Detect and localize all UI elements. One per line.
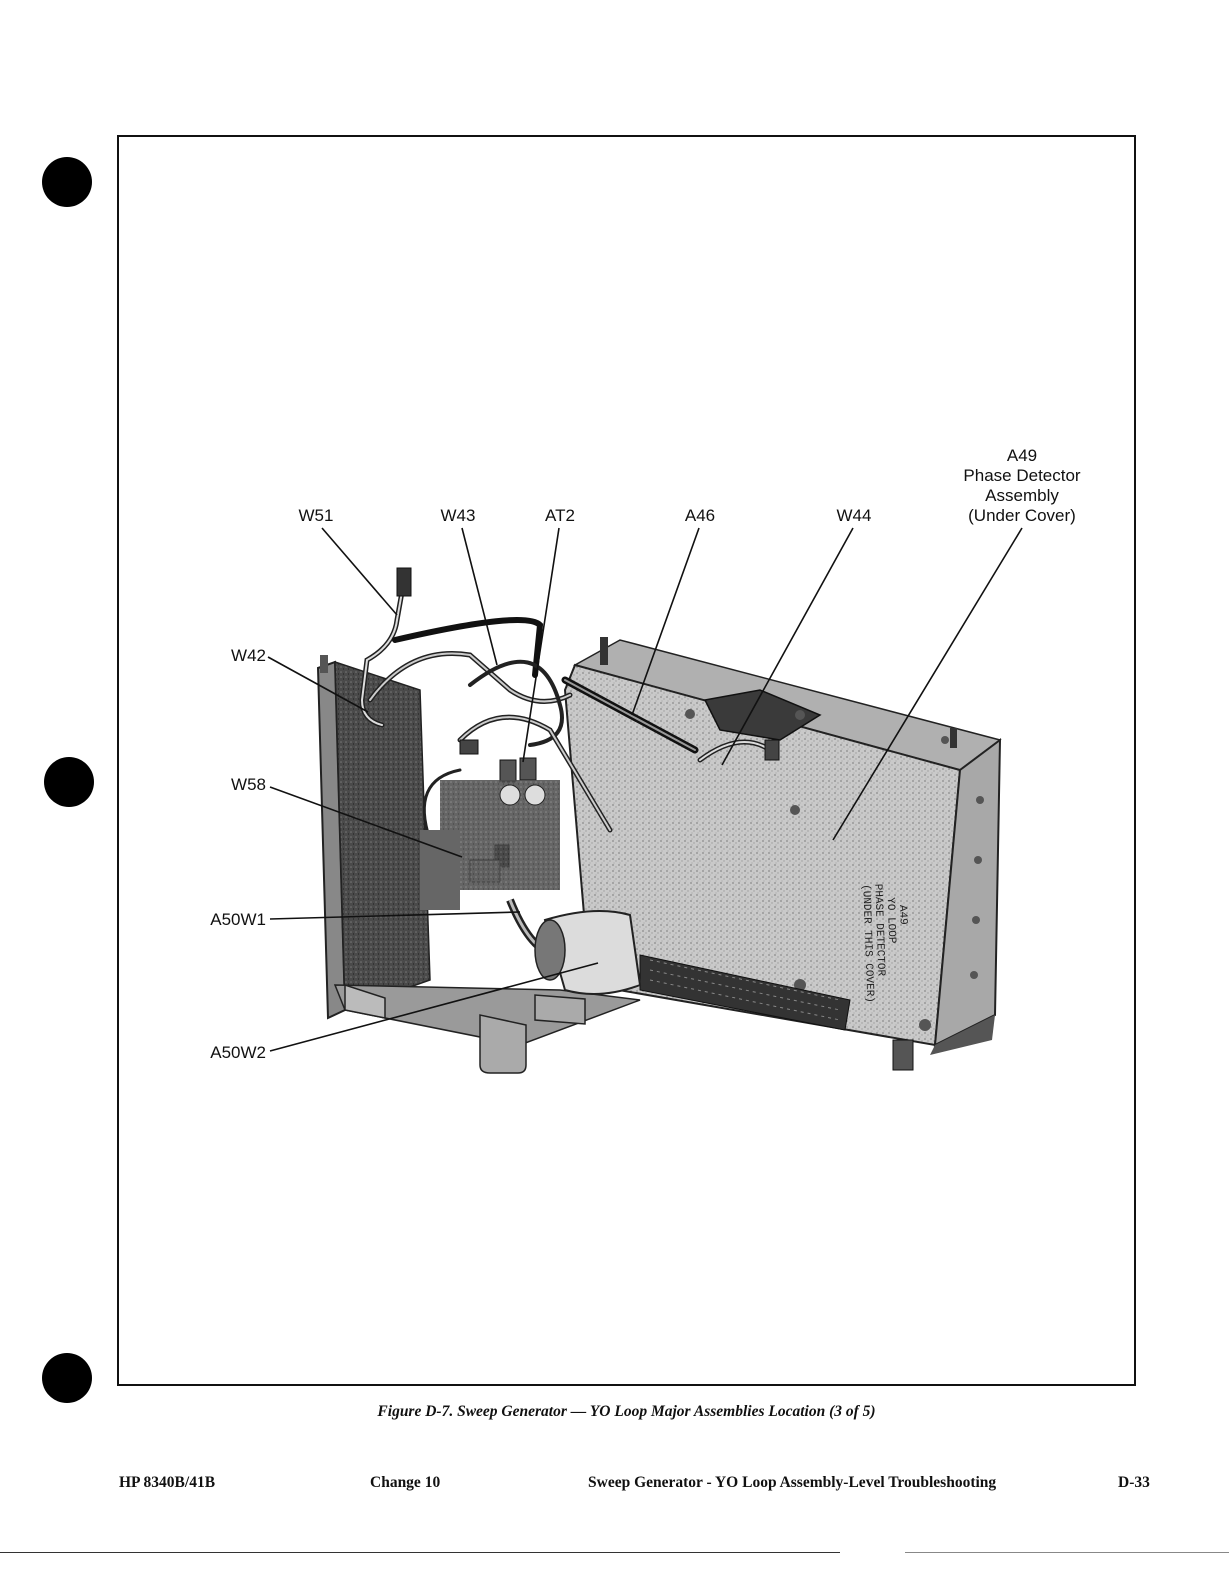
svg-text:A49: A49 [896, 905, 909, 925]
callout-at2: AT2 [545, 506, 575, 526]
callout-a49-line1: A49 [963, 446, 1080, 466]
callout-a50w2: A50W2 [210, 1043, 266, 1063]
callout-a49-line2: Phase Detector [963, 466, 1080, 486]
callout-a49: A49 Phase Detector Assembly (Under Cover… [963, 446, 1080, 526]
callout-w42: W42 [231, 646, 266, 666]
base-plate [335, 985, 640, 1073]
a50-cable-bundle [510, 900, 640, 994]
side-bracket [318, 655, 430, 1018]
callout-a50w1: A50W1 [210, 910, 266, 930]
figure-caption: Figure D-7. Sweep Generator — YO Loop Ma… [0, 1403, 1229, 1421]
component-cluster [420, 780, 560, 910]
callout-w51: W51 [299, 506, 334, 526]
callout-a49-line4: (Under Cover) [963, 506, 1080, 526]
callout-w58: W58 [231, 775, 266, 795]
footer-model: HP 8340B/41B [119, 1474, 215, 1492]
footer-page-number: D-33 [1118, 1474, 1150, 1492]
callout-w43: W43 [441, 506, 476, 526]
bottom-rule [0, 1552, 840, 1553]
footer-change: Change 10 [370, 1474, 440, 1492]
phase-detector-housing [565, 637, 1000, 1070]
bottom-rule-right [905, 1552, 1229, 1553]
callout-w44: W44 [837, 506, 872, 526]
footer-section: Sweep Generator - YO Loop Assembly-Level… [588, 1474, 996, 1492]
callout-a49-line3: Assembly [963, 486, 1080, 506]
callout-a46: A46 [685, 506, 715, 526]
